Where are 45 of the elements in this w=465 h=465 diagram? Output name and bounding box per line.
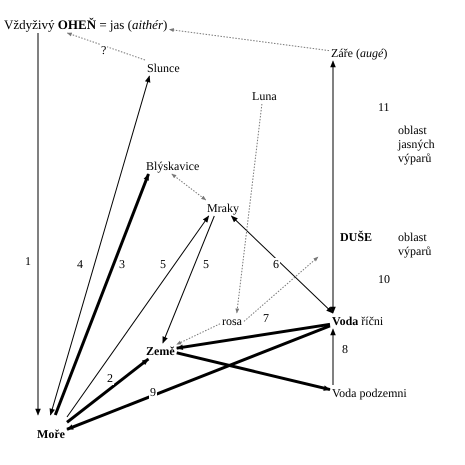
arrow (330, 60, 336, 314)
node-label: Moře (35, 415, 67, 442)
node-label: Mraky (205, 200, 241, 216)
annotation-text: 11 (378, 100, 390, 114)
dotted-arrow (176, 323, 220, 345)
arrow (35, 32, 41, 416)
annotation-text: oblast jasných výparů (398, 123, 436, 165)
edge-label: ? (100, 44, 108, 57)
dotted-arrow (168, 28, 330, 52)
edge-label: 3 (118, 258, 126, 271)
arrow (54, 173, 150, 416)
region-label: DUŠE (340, 230, 372, 244)
edge-label: 9 (149, 386, 157, 399)
dotted-arrow (66, 32, 146, 60)
arrow (176, 351, 331, 392)
arrow (230, 216, 334, 314)
edge-label: 2 (106, 372, 114, 385)
arrow (176, 322, 330, 350)
node-label: Voda říčni (330, 313, 386, 329)
node-label: Blýskavice (144, 158, 202, 174)
dotted-arrow (244, 256, 318, 322)
edge-label: 7 (262, 312, 270, 325)
arrow (66, 358, 150, 424)
dotted-arrow (171, 174, 206, 200)
node-label: rosa (220, 313, 244, 329)
edge-label: 4 (76, 258, 84, 271)
annotation-text: oblast výparů (398, 230, 432, 258)
dotted-arrow (235, 104, 262, 314)
annotation-text: 10 (378, 272, 390, 286)
arrow (66, 324, 331, 431)
arrow (66, 215, 210, 418)
node-label: Země (144, 343, 177, 359)
edge-label: 5 (159, 258, 167, 271)
node-label: Záře (augé) (329, 45, 390, 61)
edge-label: 5 (202, 258, 210, 271)
node-label: Slunce (145, 60, 182, 76)
arrow (162, 216, 215, 344)
edge-label: 1 (24, 255, 32, 268)
arrow (50, 75, 150, 416)
node-label: Luna (250, 88, 279, 104)
edge-label: 6 (272, 258, 280, 271)
arrow (330, 328, 336, 386)
edge-label: 8 (341, 343, 349, 356)
node-label: Vždyživý OHEŇ = jas (aithér) (2, 17, 170, 33)
node-label: Voda podzemni (330, 385, 409, 401)
